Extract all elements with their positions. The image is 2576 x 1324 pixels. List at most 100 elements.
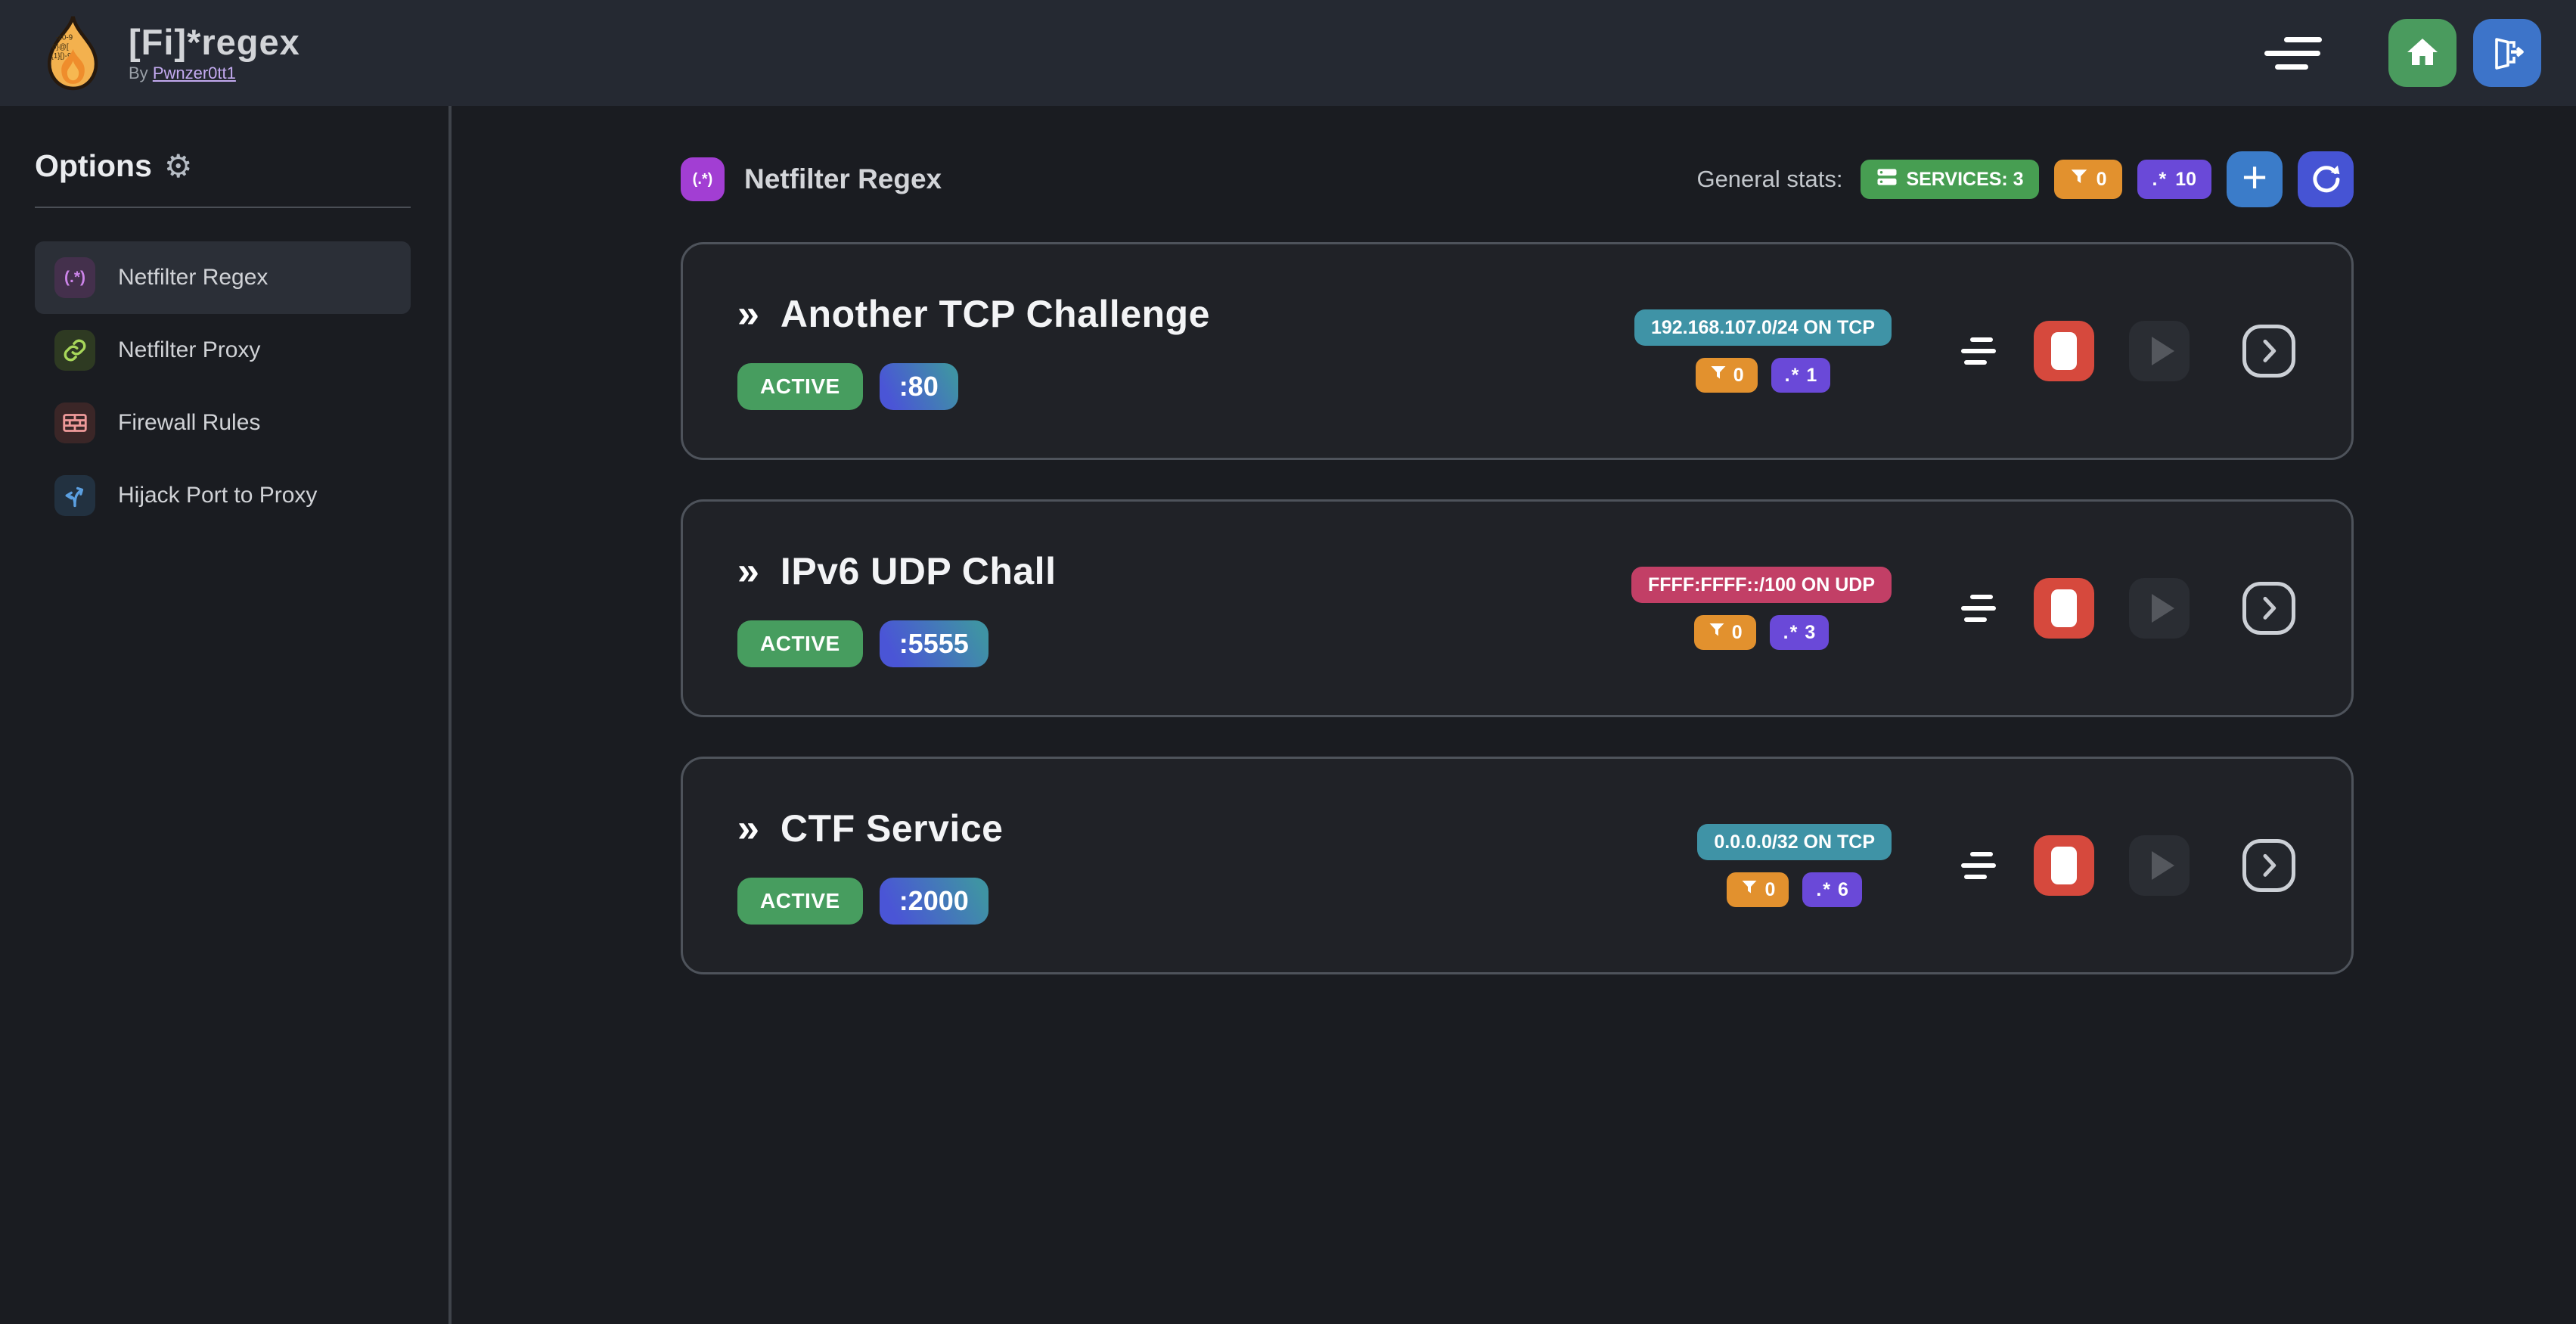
double-chevron-icon: » xyxy=(737,806,759,850)
section-header: (.*) Netfilter Regex General stats: SERV… xyxy=(681,151,2354,207)
play-button[interactable] xyxy=(2129,835,2190,896)
regex-glyph-icon: .* xyxy=(1783,621,1799,643)
sidebar-divider xyxy=(35,207,411,208)
network-badge: 192.168.107.0/24 ON TCP xyxy=(1634,309,1892,346)
byline-link[interactable]: Pwnzer0tt1 xyxy=(152,64,236,83)
port-badge: :80 xyxy=(879,363,958,410)
sidebar-item-label: Netfilter Regex xyxy=(118,265,268,290)
regex-glyph-icon: .* xyxy=(1784,364,1801,386)
link-icon xyxy=(54,330,95,371)
split-arrows-icon xyxy=(54,475,95,516)
service-menu-icon[interactable] xyxy=(1961,337,1996,365)
status-badge: ACTIVE xyxy=(737,363,863,410)
filter-count-badge: 0 xyxy=(1693,615,1756,650)
service-controls: 192.168.107.0/24 ON TCP 0 .* 1 xyxy=(1634,309,2295,393)
options-heading: Options ⚙ xyxy=(35,148,411,184)
service-controls: 0.0.0.0/32 ON TCP 0 .* 6 xyxy=(1697,824,2295,907)
status-badge: ACTIVE xyxy=(737,620,863,667)
status-badge: ACTIVE xyxy=(737,878,863,925)
open-service-button[interactable] xyxy=(2242,325,2295,378)
sidebar-item-firewall-rules[interactable]: Firewall Rules xyxy=(35,387,411,459)
sidebar-item-label: Hijack Port to Proxy xyxy=(118,483,318,508)
network-badge: FFFF:FFFF::/100 ON UDP xyxy=(1631,567,1892,603)
chevron-right-icon xyxy=(2254,592,2284,625)
service-menu-icon[interactable] xyxy=(1961,852,1996,879)
filters-count-badge: 0 xyxy=(2053,160,2122,199)
general-stats: General stats: SERVICES: 3 0 xyxy=(1696,151,2354,207)
gear-icon: ⚙ xyxy=(163,148,193,184)
service-title: IPv6 UDP Chall xyxy=(780,550,1057,592)
open-service-button[interactable] xyxy=(2242,582,2295,635)
home-icon xyxy=(2404,34,2441,73)
double-chevron-icon: » xyxy=(737,291,759,336)
network-badge: 0.0.0.0/32 ON TCP xyxy=(1697,824,1892,860)
service-card: » IPv6 UDP Chall ACTIVE :5555 FFFF:FFFF:… xyxy=(681,499,2354,717)
main-content: (.*) Netfilter Regex General stats: SERV… xyxy=(452,106,2576,1324)
play-icon xyxy=(2152,851,2174,880)
stop-icon xyxy=(2051,847,2077,884)
chevron-right-icon xyxy=(2254,335,2284,368)
sidebar: Options ⚙ (.*) Netfilter Regex Netfilter… xyxy=(0,106,452,1324)
play-button[interactable] xyxy=(2129,578,2190,639)
funnel-icon xyxy=(1708,621,1726,645)
regex-count-badge: .* 1 xyxy=(1771,358,1831,393)
stop-button[interactable] xyxy=(2034,835,2094,896)
sidebar-item-label: Firewall Rules xyxy=(118,410,261,435)
service-info: » CTF Service ACTIVE :2000 xyxy=(737,807,1003,925)
stop-icon xyxy=(2051,332,2077,370)
regex-glyph-icon: .* xyxy=(1816,878,1833,900)
service-title: CTF Service xyxy=(780,807,1004,850)
service-controls: FFFF:FFFF::/100 ON UDP 0 .* 3 xyxy=(1631,567,2295,650)
service-menu-icon[interactable] xyxy=(1961,595,1996,622)
service-info: » IPv6 UDP Chall ACTIVE :5555 xyxy=(737,549,1056,667)
chevron-right-icon xyxy=(2254,850,2284,882)
service-title: Another TCP Challenge xyxy=(780,293,1210,335)
server-icon xyxy=(1876,166,1898,194)
home-button[interactable] xyxy=(2388,19,2457,87)
svg-text:{1}[)-9]: {1}[)-9] xyxy=(51,52,73,61)
flame-logo-icon: -z0-9 0}@[ {1}[)-9] xyxy=(35,14,109,94)
navbar: -z0-9 0}@[ {1}[)-9] [Fi]*regex By Pwnzer… xyxy=(0,0,2576,106)
regex-icon: (.*) xyxy=(54,257,95,298)
stop-button[interactable] xyxy=(2034,321,2094,381)
filter-count-badge: 0 xyxy=(1695,358,1758,393)
filter-count-badge: 0 xyxy=(1727,872,1789,907)
sidebar-item-netfilter-regex[interactable]: (.*) Netfilter Regex xyxy=(35,241,411,314)
svg-text:-z0-9: -z0-9 xyxy=(56,34,73,42)
title-block: [Fi]*regex By Pwnzer0tt1 xyxy=(129,21,300,84)
byline: By Pwnzer0tt1 xyxy=(129,64,300,83)
open-service-button[interactable] xyxy=(2242,839,2295,892)
double-chevron-icon: » xyxy=(737,549,759,593)
section-title: Netfilter Regex xyxy=(744,163,942,194)
options-heading-text: Options xyxy=(35,148,152,183)
service-card: » CTF Service ACTIVE :2000 0.0.0.0/32 ON… xyxy=(681,757,2354,974)
funnel-icon xyxy=(1740,878,1758,902)
app-title: [Fi]*regex xyxy=(129,21,300,62)
play-button[interactable] xyxy=(2129,321,2190,381)
logout-icon xyxy=(2489,34,2525,73)
play-icon xyxy=(2152,337,2174,365)
nav-actions xyxy=(2264,19,2541,87)
service-card: » Another TCP Challenge ACTIVE :80 192.1… xyxy=(681,242,2354,460)
service-info: » Another TCP Challenge ACTIVE :80 xyxy=(737,292,1210,410)
bars-staggered-icon[interactable] xyxy=(2264,36,2322,70)
refresh-button[interactable] xyxy=(2298,151,2354,207)
logout-button[interactable] xyxy=(2473,19,2541,87)
add-service-button[interactable]: + xyxy=(2227,151,2283,207)
funnel-icon xyxy=(1709,364,1727,387)
stop-icon xyxy=(2051,589,2077,627)
funnel-icon xyxy=(2069,167,2089,192)
port-badge: :5555 xyxy=(879,620,989,667)
sidebar-menu: (.*) Netfilter Regex Netfilter Proxy xyxy=(35,241,411,532)
brick-wall-icon xyxy=(54,402,95,443)
sidebar-item-hijack-port[interactable]: Hijack Port to Proxy xyxy=(35,459,411,532)
port-badge: :2000 xyxy=(879,878,989,925)
regex-count-badge: .* 6 xyxy=(1802,872,1862,907)
regex-count-badge: .* 3 xyxy=(1769,615,1830,650)
regex-section-icon: (.*) xyxy=(681,157,725,201)
stop-button[interactable] xyxy=(2034,578,2094,639)
general-stats-label: General stats: xyxy=(1696,166,1843,192)
regex-count-badge: .* 10 xyxy=(2137,160,2211,199)
sidebar-item-netfilter-proxy[interactable]: Netfilter Proxy xyxy=(35,314,411,387)
sidebar-item-label: Netfilter Proxy xyxy=(118,337,261,362)
